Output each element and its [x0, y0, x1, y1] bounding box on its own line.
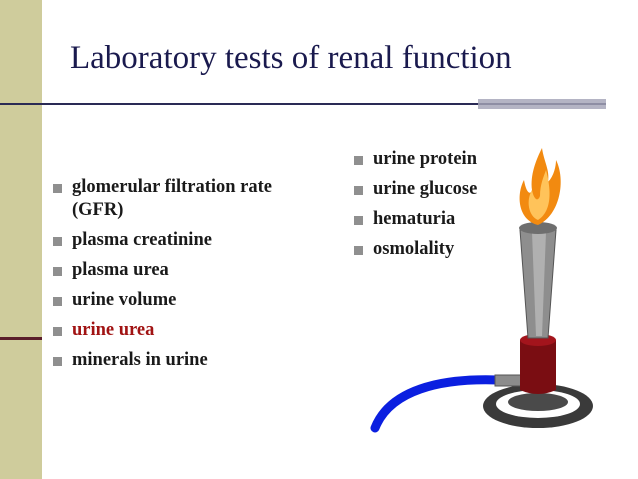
- square-bullet-icon: [53, 297, 62, 306]
- bunsen-burner-icon: [370, 148, 593, 433]
- list-item-text: minerals in urine: [72, 350, 208, 370]
- list-item: urine volume: [49, 289, 299, 312]
- burner-collar: [520, 340, 556, 394]
- right-bullet-list: urine protein urine glucose hematuria os…: [350, 148, 550, 268]
- square-bullet-icon: [53, 237, 62, 246]
- burner-tube-highlight: [532, 232, 546, 336]
- burner-base-inner: [508, 393, 568, 411]
- square-bullet-icon: [53, 184, 62, 193]
- square-bullet-icon: [354, 246, 363, 255]
- sidebar-accent-mark: [0, 337, 42, 340]
- list-item: glomerular filtration rate (GFR): [49, 176, 302, 222]
- list-item-text: plasma creatinine: [72, 230, 212, 250]
- list-item: osmolality: [350, 238, 550, 261]
- gas-hose: [370, 375, 503, 433]
- list-item: plasma creatinine: [49, 229, 299, 252]
- list-item-text: osmolality: [373, 239, 455, 259]
- list-item: urine protein: [350, 148, 550, 171]
- square-bullet-icon: [53, 267, 62, 276]
- list-item-text: urine volume: [72, 290, 177, 310]
- list-item: hematuria: [350, 208, 550, 231]
- list-item: plasma urea: [49, 259, 299, 282]
- list-item-text-highlighted: urine urea: [72, 320, 155, 340]
- title-underline-accent-line: [478, 103, 606, 105]
- list-item: minerals in urine: [49, 349, 299, 372]
- title-underline: [0, 103, 478, 105]
- slide-sidebar-band: [0, 0, 42, 479]
- slide-title: Laboratory tests of renal function: [70, 40, 512, 76]
- square-bullet-icon: [53, 357, 62, 366]
- square-bullet-icon: [354, 156, 363, 165]
- list-item-text: glomerular filtration rate (GFR): [72, 177, 273, 220]
- burner-tube-rim: [519, 222, 557, 234]
- list-item-text: urine protein: [373, 149, 477, 169]
- list-item: urine glucose: [350, 178, 550, 201]
- list-item-text: hematuria: [373, 209, 456, 229]
- list-item-text: urine glucose: [373, 179, 478, 199]
- list-item-text: plasma urea: [72, 260, 169, 280]
- list-item: urine urea: [49, 319, 299, 342]
- square-bullet-icon: [53, 327, 62, 336]
- square-bullet-icon: [354, 216, 363, 225]
- left-bullet-list: glomerular filtration rate (GFR) plasma …: [49, 176, 299, 379]
- square-bullet-icon: [354, 186, 363, 195]
- flame-core: [528, 170, 550, 220]
